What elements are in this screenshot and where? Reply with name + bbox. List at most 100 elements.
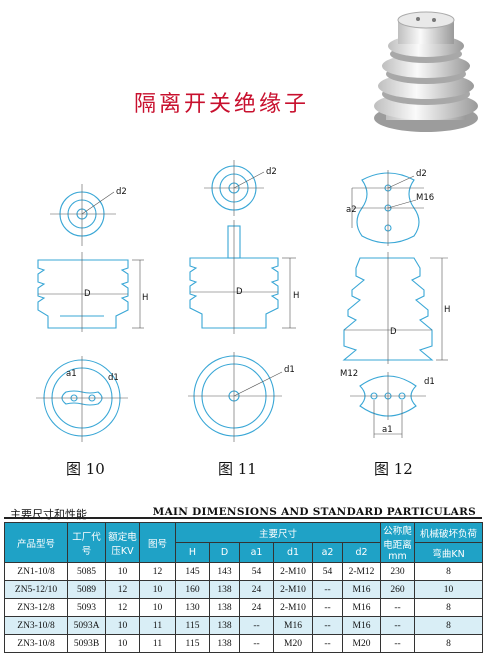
cell: M16 — [341, 580, 382, 599]
cell: 138 — [209, 598, 240, 617]
fig10-bottom-view — [36, 356, 128, 442]
cell: 2-M12 — [341, 562, 382, 581]
cell: 10 — [139, 598, 176, 617]
header-dim-d2: d2 — [341, 542, 382, 563]
cell: -- — [312, 598, 343, 617]
cell: 2-M10 — [273, 580, 313, 599]
fig12-M12-label: M12 — [340, 369, 358, 379]
fig12-bottom-view — [350, 372, 426, 438]
cell: 5093B — [67, 634, 106, 653]
fig12-a1-label: a1 — [382, 425, 393, 435]
cell: M16 — [341, 616, 382, 635]
cell: M16 — [341, 598, 382, 617]
cell: -- — [312, 616, 343, 635]
cell: 260 — [380, 580, 416, 599]
cell: M16 — [273, 616, 313, 635]
cell: 10 — [105, 562, 140, 581]
fig12-D-label: D — [390, 327, 397, 337]
cell: -- — [239, 616, 274, 635]
cell: 54 — [239, 562, 274, 581]
cell: 54 — [312, 562, 343, 581]
cell: 2-M10 — [273, 562, 313, 581]
header-voltage: 额定电压KV — [105, 522, 140, 563]
cell: 2-M10 — [273, 598, 313, 617]
cell: -- — [312, 634, 343, 653]
cell: 11 — [139, 634, 176, 653]
fig11-H-label: H — [293, 291, 299, 301]
fig12-H-label: H — [444, 305, 450, 315]
cell: 138 — [209, 634, 240, 653]
cell: M20 — [273, 634, 313, 653]
fig12-d1-label: d1 — [424, 377, 435, 387]
fig12-d2-label: d2 — [416, 169, 427, 179]
cell: 8 — [414, 616, 484, 635]
fig11-bottom-view — [188, 352, 283, 442]
cell: 145 — [175, 562, 210, 581]
fig10-D-label: D — [84, 289, 91, 299]
fig11-caption: 图 11 — [218, 460, 257, 478]
cell: -- — [380, 598, 416, 617]
cell: -- — [239, 634, 274, 653]
cell: 10 — [105, 616, 140, 635]
cell: 130 — [175, 598, 210, 617]
fig10-d1-label: d1 — [108, 373, 119, 383]
header-dim-H: H — [175, 542, 210, 563]
header-model: 产品型号 — [4, 522, 68, 563]
specs-table: 产品型号 工厂代号 额定电压KV 图号 主要尺寸 公称爬电距离mm 机械破坏负荷… — [4, 522, 484, 653]
section-divider — [4, 517, 482, 519]
cell: M20 — [341, 634, 382, 653]
fig10-side-view — [37, 252, 144, 332]
cell: ZN5-12/10 — [4, 580, 68, 599]
cell: 8 — [414, 598, 484, 617]
cell: 143 — [209, 562, 240, 581]
cell: 138 — [209, 580, 240, 599]
header-creepage: 公称爬电距离mm — [380, 522, 416, 563]
cell: 10 — [139, 580, 176, 599]
cell: 11 — [139, 616, 176, 635]
cell: 24 — [239, 598, 274, 617]
cell: 12 — [139, 562, 176, 581]
cell: 160 — [175, 580, 210, 599]
fig11-top-view — [204, 160, 265, 216]
cell: 115 — [175, 634, 210, 653]
fig11-side-view — [189, 220, 296, 334]
cell: ZN1-10/8 — [4, 562, 68, 581]
cell: -- — [380, 634, 416, 653]
fig10-d2-label: d2 — [116, 187, 127, 197]
fig10-H-label: H — [142, 293, 148, 303]
cell: 10 — [105, 634, 140, 653]
cell: 8 — [414, 562, 484, 581]
cell: 12 — [105, 580, 140, 599]
fig10-a1-label: a1 — [66, 369, 77, 379]
fig10-caption: 图 10 — [66, 460, 105, 478]
cell: -- — [380, 616, 416, 635]
cell: -- — [312, 580, 343, 599]
header-load: 机械破坏负荷 — [414, 522, 484, 543]
cell: 5085 — [67, 562, 106, 581]
cell: ZN3-10/8 — [4, 634, 68, 653]
fig11-d1-label: d1 — [284, 365, 295, 375]
fig12-a2-label: a2 — [346, 205, 357, 215]
cell: 115 — [175, 616, 210, 635]
cell: 138 — [209, 616, 240, 635]
cell: 5089 — [67, 580, 106, 599]
section-title-cn: 主要尺寸和性能 — [10, 508, 87, 521]
fig12-caption: 图 12 — [374, 460, 413, 478]
header-dim-D: D — [209, 542, 240, 563]
cell: ZN3-12/8 — [4, 598, 68, 617]
fig12-M16-label: M16 — [416, 193, 434, 203]
cell: 5093 — [67, 598, 106, 617]
header-dimensions: 主要尺寸 — [174, 522, 382, 543]
header-dim-a2: a2 — [312, 542, 343, 563]
cell: 230 — [380, 562, 416, 581]
fig10-top-view — [50, 184, 116, 246]
cell: 12 — [105, 598, 140, 617]
cell: 10 — [414, 580, 484, 599]
cell: 8 — [414, 634, 484, 653]
header-code: 工厂代号 — [67, 522, 106, 563]
